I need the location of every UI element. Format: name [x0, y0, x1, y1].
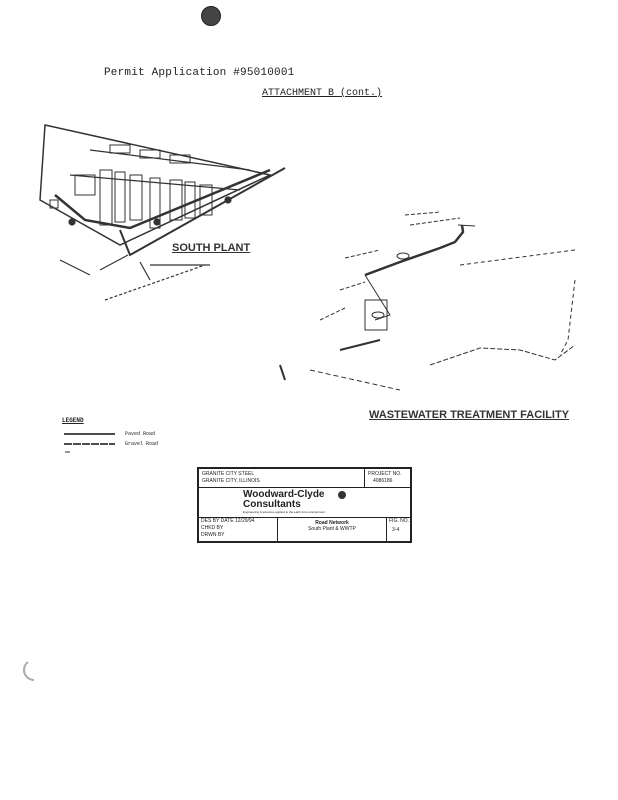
wwtp-map	[279, 211, 576, 391]
project-label: PROJECT NO.	[368, 471, 402, 477]
firm-name: Woodward-Clyde	[243, 489, 325, 500]
permit-application-number: Permit Application #95010001	[104, 67, 295, 79]
firm-logo-icon	[338, 491, 346, 499]
legend-lines	[64, 433, 115, 453]
checked-by: CHKD BY	[201, 525, 224, 531]
drawn-by: DRWN BY	[201, 532, 225, 538]
project-number: 4086186	[373, 478, 393, 484]
scan-artifact	[23, 661, 35, 681]
legend-item-gravel-road: Gravel Road	[125, 441, 159, 447]
seal-stamp	[201, 6, 221, 26]
firm-name-line2: Consultants	[243, 499, 301, 510]
firm-tagline: Engineering & sciences applied to the ea…	[243, 510, 325, 514]
figure-number: 3-4	[392, 527, 400, 533]
attachment-heading: ATTACHMENT B (cont.)	[262, 88, 383, 99]
date-line: DES BY DATE 12/29/94	[201, 518, 255, 524]
figure-label: FIG. NO.	[389, 518, 409, 524]
legend-title: LEGEND	[62, 417, 84, 424]
legend-item-paved-road: Paved Road	[125, 431, 156, 437]
client-location: GRANITE CITY, ILLINOIS	[202, 478, 260, 484]
drawing-title: Road Network	[315, 520, 349, 526]
south-plant-label: SOUTH PLANT	[172, 242, 251, 254]
client-name: GRANITE CITY STEEL	[202, 471, 255, 477]
wwtp-label: WASTEWATER TREATMENT FACILITY	[369, 409, 570, 421]
south-plant-map	[39, 124, 286, 301]
drawing-title-block: GRANITE CITY STEEL GRANITE CITY, ILLINOI…	[197, 467, 412, 543]
drawing-subtitle: South Plant & WWTP	[308, 526, 356, 532]
